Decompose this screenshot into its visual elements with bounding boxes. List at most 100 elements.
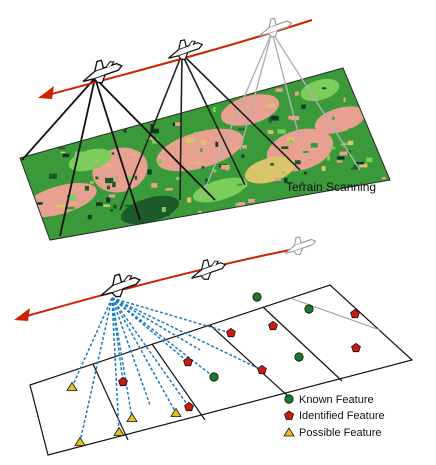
terrain-speck [143, 230, 148, 236]
terrain-speck [71, 199, 77, 202]
terrain-speck [50, 78, 59, 84]
terrain-speck [105, 213, 109, 215]
terrain-speck [221, 164, 230, 170]
terrain-speck [300, 182, 304, 185]
terrain-speck [114, 176, 118, 179]
scan-line [111, 297, 190, 408]
terrain-speck [41, 112, 47, 117]
terrain-speck [42, 197, 48, 202]
possible-feature-marker [74, 436, 86, 446]
terrain-speck [389, 70, 390, 73]
scan-line [111, 297, 232, 334]
terrain-speck [37, 202, 43, 205]
terrain-speck [241, 86, 244, 92]
terrain-speck [290, 86, 298, 92]
legend-possible-label: Possible Feature [299, 427, 382, 439]
terrain-speck [101, 88, 106, 95]
terrain-speck [373, 124, 379, 129]
terrain-speck [270, 230, 274, 236]
possible-feature-marker [126, 412, 138, 422]
known-feature-marker [304, 304, 314, 314]
scan-line [111, 297, 120, 433]
terrain-speck [184, 235, 188, 239]
scan-beams-middle [119, 53, 301, 211]
terrain-speck [66, 70, 74, 73]
terrain-speck [200, 139, 207, 146]
terrain-speck [386, 142, 390, 147]
scan-line [111, 297, 151, 406]
flight-path-top [43, 19, 313, 97]
terrain-speck [294, 197, 299, 201]
terrain-speck [147, 169, 152, 175]
scan-line [79, 297, 113, 443]
terrain-speck [283, 178, 288, 183]
terrain-speck [377, 69, 383, 74]
scan-line [111, 297, 177, 414]
terrain-speck [267, 130, 274, 134]
terrain-speck [219, 77, 226, 80]
terrain-speck [358, 163, 368, 168]
terrain-speck [370, 125, 378, 130]
terrain-speck [362, 146, 371, 150]
possible-feature-marker [66, 381, 78, 391]
terrain-speck [151, 108, 156, 113]
known-feature-marker [252, 292, 262, 302]
terrain-speck [77, 191, 85, 196]
terrain-speck [271, 115, 279, 121]
terrain-speck [69, 194, 76, 201]
terrain-speck [87, 214, 92, 220]
scan-line [111, 297, 124, 383]
terrain-speck [255, 100, 264, 104]
ground-grid [29, 284, 414, 456]
ground-grid-faded [289, 297, 381, 331]
possible-feature-marker [113, 426, 125, 436]
terrain-speck [210, 74, 216, 77]
terrain-patch [192, 177, 248, 203]
terrain-speck [342, 212, 348, 217]
flight-arrowhead-top [38, 86, 54, 99]
scan-line [71, 297, 113, 388]
terrain-speck [313, 70, 321, 74]
terrain-speck [56, 204, 66, 208]
terrain-scanning-label: Terrain Scanning [286, 180, 376, 194]
terrain-speck [128, 95, 131, 98]
terrain-speck [112, 138, 119, 142]
terrain-speck [386, 183, 390, 188]
terrain-speck [30, 154, 36, 159]
terrain-speck [263, 81, 266, 85]
terrain-speck [356, 161, 365, 165]
terrain-speck [71, 96, 75, 100]
terrain-speck [96, 202, 103, 206]
terrain-speck [134, 79, 137, 83]
terrain-speck [187, 197, 192, 203]
terrain-speck [176, 176, 180, 181]
terrain-speck [339, 151, 348, 156]
terrain-speck [58, 147, 66, 150]
feature-markers [66, 292, 361, 446]
terrain-speck [31, 107, 40, 109]
terrain-speck [154, 175, 157, 179]
terrain-speck [134, 110, 140, 115]
identified-feature-marker [268, 320, 278, 331]
terrain-speck [162, 226, 170, 232]
terrain-speck [94, 160, 99, 162]
terrain-speck [108, 194, 116, 198]
terrain-speck [201, 166, 205, 169]
terrain-speck [319, 197, 328, 203]
terrain-speck [74, 125, 78, 129]
terrain-speck [165, 188, 173, 191]
terrain-speck [343, 97, 346, 103]
terrain-speck [161, 206, 166, 213]
terrain-speck [279, 205, 284, 211]
terrain-speck [112, 181, 116, 188]
terrain-speck [242, 72, 249, 75]
terrain-speck [80, 68, 88, 71]
terrain-speck [116, 115, 121, 121]
terrain-speck [328, 99, 332, 105]
terrain-speck [175, 88, 182, 93]
terrain-speck [236, 183, 243, 186]
terrain-speck [49, 173, 57, 179]
terrain-speck [60, 151, 66, 154]
terrain-speck [225, 72, 230, 76]
terrain-speck [106, 163, 111, 166]
